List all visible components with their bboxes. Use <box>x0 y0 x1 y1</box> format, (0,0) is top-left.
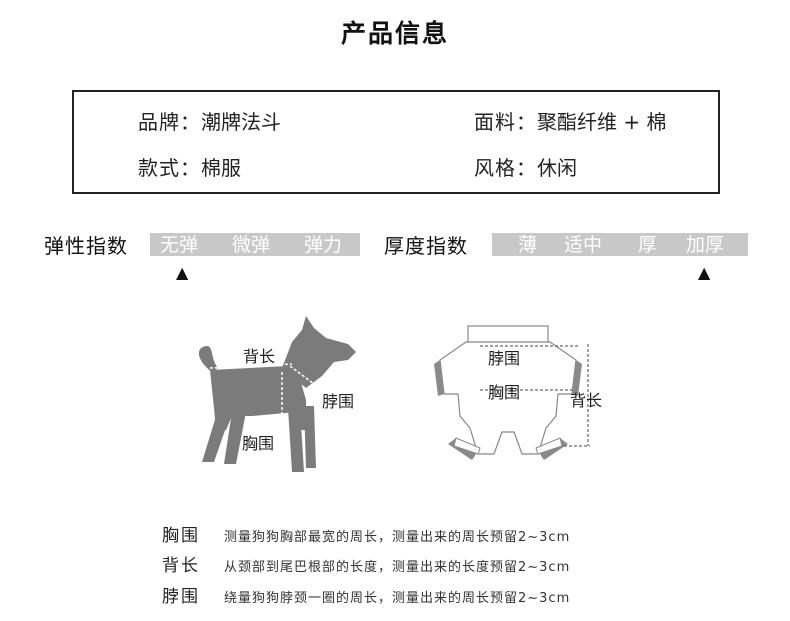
measurement-description: 绕量狗狗脖颈一圈的周长，测量出来的周长预留2~3cm <box>224 591 571 606</box>
fashion-label: 风格： <box>474 156 537 180</box>
garment-back-length-label: 背长 <box>570 391 603 410</box>
brand-value: 潮牌法斗 <box>201 110 281 134</box>
thickness-selected-marker: ▲ <box>698 263 711 282</box>
measurement-term: 背长 <box>162 556 200 576</box>
dog-silhouette-icon <box>198 316 356 472</box>
dog-back-length-label: 背长 <box>243 347 276 366</box>
thickness-option-medium: 适中 <box>564 234 603 256</box>
brand-row: 品牌：潮牌法斗 <box>138 106 281 135</box>
style-label: 款式： <box>138 156 201 180</box>
garment-diagram-icon <box>434 325 590 460</box>
measurement-term: 胸围 <box>162 526 200 546</box>
material-row: 面料：聚酯纤维 + 棉 <box>474 106 666 135</box>
style-row: 款式：棉服 <box>138 152 241 181</box>
thickness-option-thick: 厚 <box>638 234 658 256</box>
measurement-row-back-length: 背长 从颈部到尾巴根部的长度，测量出来的长度预留2~3cm <box>162 551 570 576</box>
brand-label: 品牌： <box>138 110 201 134</box>
dog-chest-label: 胸围 <box>242 434 275 453</box>
elasticity-option-stretch: 弹力 <box>304 234 343 256</box>
thickness-option-thin: 薄 <box>518 234 538 256</box>
measurement-description: 从颈部到尾巴根部的长度，测量出来的长度预留2~3cm <box>224 560 571 575</box>
measurement-term: 脖围 <box>162 587 200 607</box>
elasticity-label: 弹性指数 <box>44 234 128 258</box>
thickness-option-extra-thick: 加厚 <box>686 234 725 256</box>
measurement-row-chest: 胸围 测量狗狗胸部最宽的周长，测量出来的周长预留2~3cm <box>162 521 570 546</box>
fashion-row: 风格：休闲 <box>474 152 577 181</box>
fashion-value: 休闲 <box>537 156 577 180</box>
material-value: 聚酯纤维 + 棉 <box>537 110 667 134</box>
elasticity-option-slight: 微弹 <box>232 234 271 256</box>
thickness-scale-bar <box>492 233 748 256</box>
elasticity-scale-bar <box>150 233 360 256</box>
measurement-description: 测量狗狗胸部最宽的周长，测量出来的周长预留2~3cm <box>224 530 571 545</box>
style-value: 棉服 <box>201 156 241 180</box>
page-title: 产品信息 <box>340 19 449 48</box>
garment-chest-label: 胸围 <box>488 383 521 402</box>
product-info-box: 品牌：潮牌法斗 面料：聚酯纤维 + 棉 款式：棉服 风格：休闲 <box>72 90 720 194</box>
elasticity-selected-marker: ▲ <box>176 263 189 282</box>
garment-neck-label: 脖围 <box>488 349 521 368</box>
elasticity-option-none: 无弹 <box>160 234 199 256</box>
material-label: 面料： <box>474 110 537 134</box>
thickness-label: 厚度指数 <box>384 234 468 258</box>
measurement-row-neck: 脖围 绕量狗狗脖颈一圈的周长，测量出来的周长预留2~3cm <box>162 582 570 607</box>
dog-neck-label: 脖围 <box>322 392 355 411</box>
